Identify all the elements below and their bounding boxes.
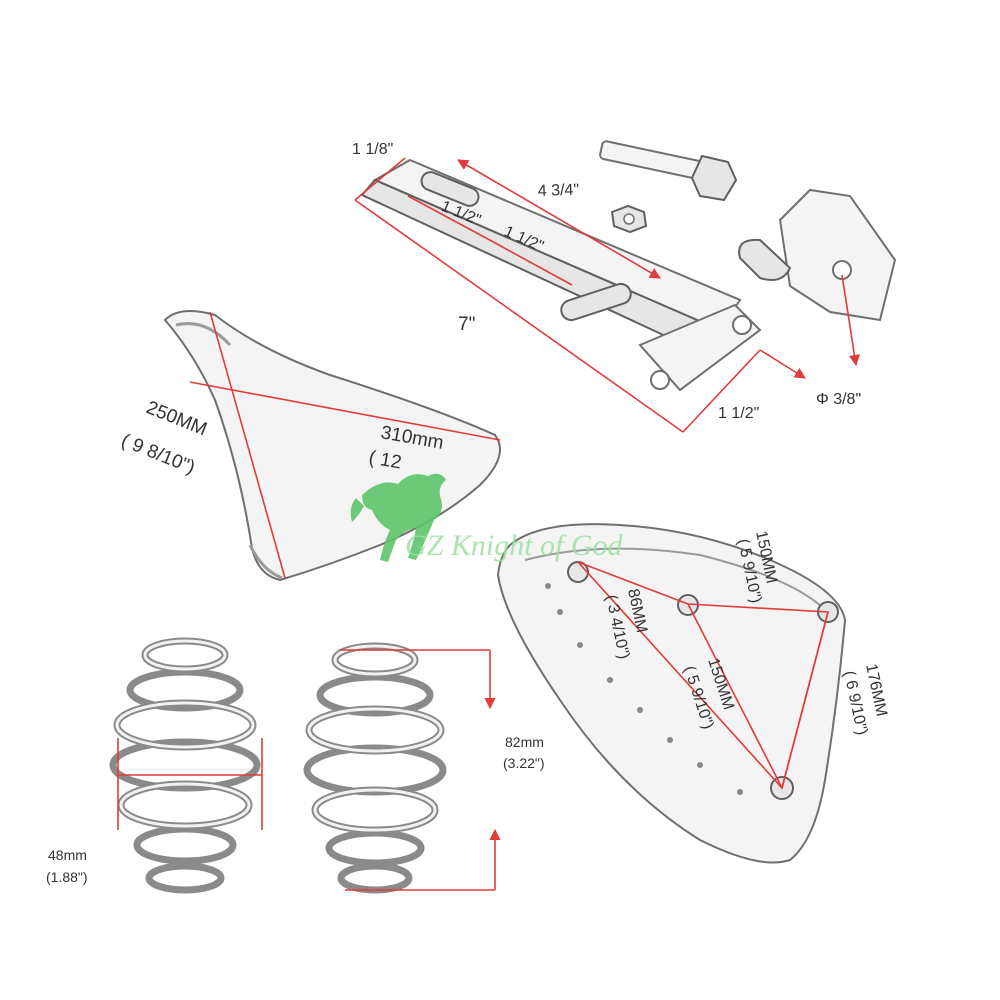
- watermark-text: GZ Knight of God: [405, 529, 624, 562]
- pan-width-mm-label: 250MM: [143, 397, 210, 440]
- bracket-length-label: 7": [458, 314, 475, 335]
- spring-height-in-label: (3.22"): [503, 755, 545, 771]
- horse-logo-icon: [350, 473, 446, 562]
- spring-height-mm-label: 82mm: [505, 734, 544, 750]
- bracket-width-label: 1 1/8": [352, 141, 393, 158]
- dimension-lines: [117, 157, 860, 891]
- seat-base: [496, 523, 847, 864]
- spring-width-mm-label: 48mm: [48, 847, 87, 863]
- spring-width-in-label: (1.88"): [46, 869, 88, 885]
- bolt: [599, 140, 738, 202]
- bracket-top-length-label: 4 3/4": [538, 182, 580, 200]
- small-bracket: [738, 188, 897, 322]
- bracket-foot-label: 1 1/2": [718, 405, 759, 422]
- pan-width-in-label: ( 9 8/10"): [118, 430, 198, 479]
- spring-right: [303, 642, 447, 894]
- spring-left: [109, 637, 261, 894]
- hex-nut: [610, 204, 648, 234]
- hole-diameter-label: Φ 3/8": [816, 391, 861, 408]
